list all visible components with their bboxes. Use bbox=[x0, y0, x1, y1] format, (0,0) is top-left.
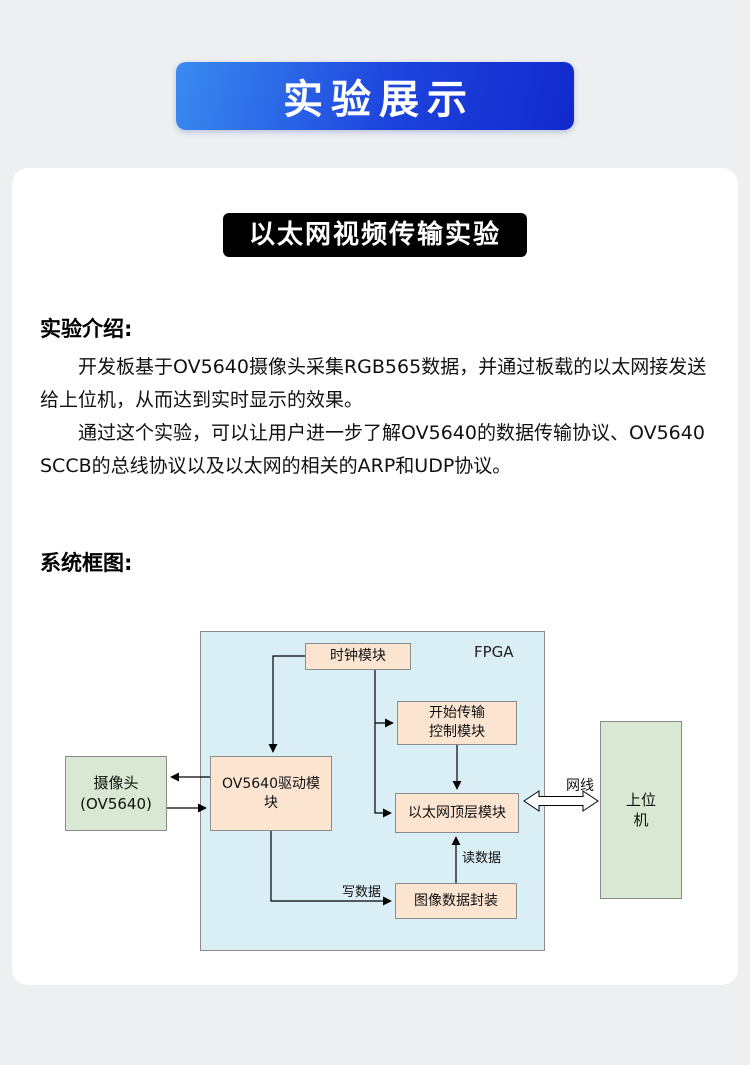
intro-paragraph-2: 通过这个实验，可以让用户进一步了解OV5640的数据传输协议、OV5640 SC… bbox=[40, 422, 705, 477]
section-title-badge: 以太网视频传输实验 bbox=[222, 213, 527, 257]
clock-module-node: 时钟模块 bbox=[305, 643, 411, 670]
start-transfer-control-node: 开始传输 控制模块 bbox=[397, 701, 517, 745]
diagram-heading: 系统框图: bbox=[40, 551, 133, 575]
ethernet-top-node: 以太网顶层模块 bbox=[395, 793, 519, 833]
network-cable-label: 网线 bbox=[566, 778, 594, 794]
intro-section: 实验介绍: 开发板基于OV5640摄像头采集RGB565数据，并通过板载的以太网… bbox=[12, 313, 738, 577]
ov5640-driver-node: OV5640驱动模 块 bbox=[210, 756, 332, 831]
image-data-pack-node: 图像数据封装 bbox=[395, 883, 517, 919]
system-block-diagram: FPGA 摄像头 (OV5640) 时钟模块 开始传输 控制模块 OV5640驱… bbox=[12, 611, 738, 983]
page-banner: 实验展示 bbox=[176, 62, 574, 130]
banner-title: 实验展示 bbox=[283, 77, 475, 123]
fpga-label: FPGA bbox=[474, 643, 514, 661]
intro-paragraph-1: 开发板基于OV5640摄像头采集RGB565数据，并通过板载的以太网接发送给上位… bbox=[40, 356, 707, 411]
write-data-label: 写数据 bbox=[342, 885, 382, 900]
read-data-label: 读数据 bbox=[462, 851, 502, 866]
host-computer-node: 上位 机 bbox=[600, 721, 682, 899]
content-card: 以太网视频传输实验 实验介绍: 开发板基于OV5640摄像头采集RGB565数据… bbox=[12, 168, 738, 985]
camera-node: 摄像头 (OV5640) bbox=[65, 756, 167, 831]
intro-heading: 实验介绍: bbox=[40, 317, 133, 341]
